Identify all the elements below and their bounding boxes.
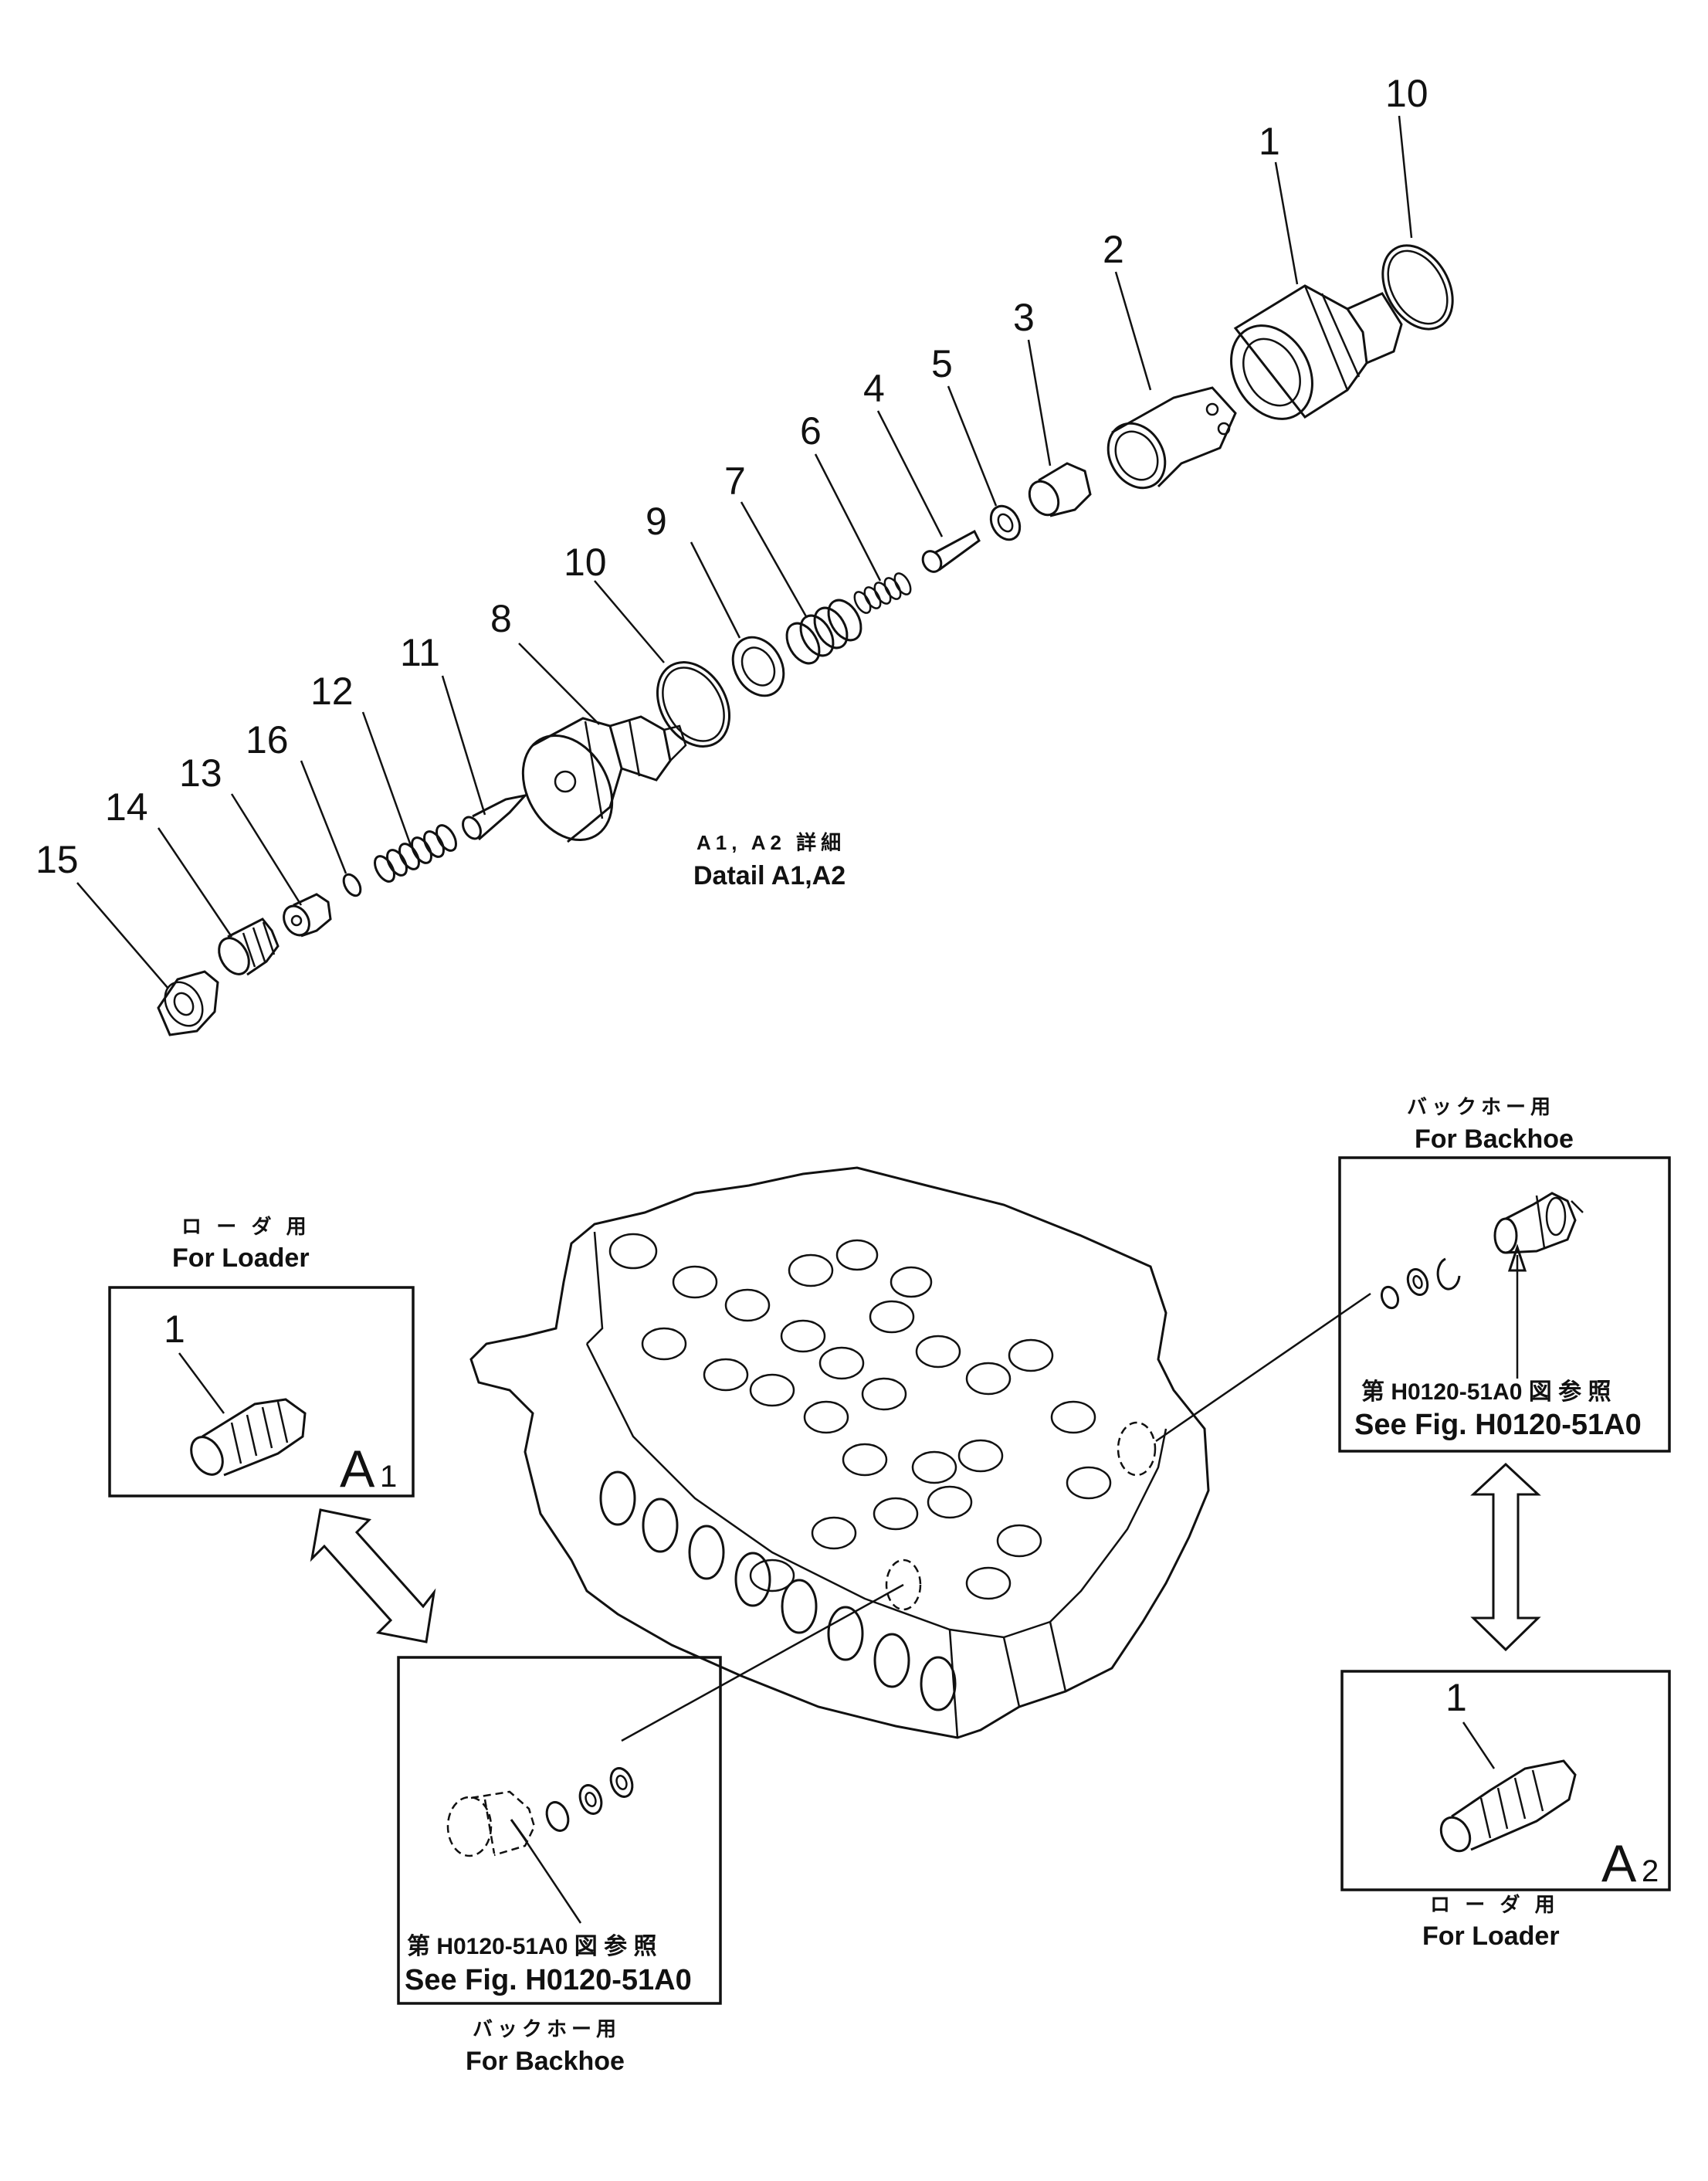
- valve-ports: [608, 1233, 1112, 1600]
- part-13-seat: [283, 893, 332, 938]
- relief-valve-icon-a2: [1439, 1759, 1577, 1853]
- box-a2-part-no: 1: [1445, 1676, 1467, 1719]
- part-12-spring: [374, 824, 457, 883]
- box-a1-label: A: [340, 1440, 375, 1498]
- box-a1-for-loader: ロ ー ダ 用 For Loader 1 A 1: [108, 1215, 415, 1498]
- box-backhoe-left: 第 H0120-51A0 図 参 照 See Fig. H0120-51A0 バ…: [397, 1656, 722, 2076]
- box-a1-label-sub: 1: [380, 1460, 397, 1494]
- part-15-locknut: [157, 970, 219, 1036]
- relief-valve-dashed-icon-left: [446, 1790, 536, 1857]
- part-label-10-right: 10: [1385, 72, 1428, 115]
- box-a1-caption-en: For Loader: [172, 1243, 310, 1273]
- spool-bosses: [599, 1470, 957, 1711]
- part-label-15: 15: [36, 838, 79, 881]
- location-a1-dashed: [885, 1559, 922, 1611]
- box-a2-caption-jp: ロ ー ダ 用: [1430, 1893, 1560, 1916]
- box-backhoe-left-ref-jp: 第 H0120-51A0 図 参 照: [407, 1933, 656, 1959]
- part-10-oring-right: [1381, 244, 1454, 331]
- part-number-labels: 10 1 2 3 5 4 6 7 9 10 8 11 12 16 13 14 1…: [36, 72, 1428, 881]
- part-2-sleeve: [1106, 386, 1237, 490]
- box-backhoe-right-ref-en: See Fig. H0120-51A0: [1354, 1409, 1642, 1441]
- exploded-view: 10 1 2 3 5 4 6 7 9 10 8 11 12 16 13 14 1…: [36, 72, 1454, 1036]
- box-a2-label-sub: 2: [1642, 1854, 1659, 1888]
- part-9-washer: [731, 636, 785, 697]
- box-backhoe-left-ref-en: See Fig. H0120-51A0: [405, 1964, 692, 1996]
- part-16-oring: [342, 873, 362, 897]
- part-label-6: 6: [800, 409, 822, 453]
- part-7-spring: [785, 599, 862, 665]
- part-label-3: 3: [1013, 296, 1035, 339]
- box-backhoe-left-caption-en: For Backhoe: [466, 2047, 625, 2076]
- part-label-1: 1: [1259, 120, 1280, 163]
- part-1-housing: [1230, 284, 1403, 420]
- box-a1-part-no: 1: [164, 1308, 185, 1351]
- part-label-7: 7: [724, 460, 746, 503]
- part-label-2: 2: [1103, 228, 1124, 271]
- part-4-pin: [921, 529, 981, 573]
- location-a2-dashed: [1117, 1421, 1157, 1477]
- part-6-spring: [853, 572, 912, 614]
- control-valve-block: [469, 1166, 1371, 1742]
- part-label-8: 8: [490, 597, 512, 640]
- detail-title-jp: A1, A2 詳細: [696, 831, 846, 854]
- part-10-oring-left: [656, 661, 731, 748]
- part-14-adjust-screw: [218, 918, 280, 976]
- box-backhoe-left-caption-jp: バックホー用: [473, 2017, 621, 2040]
- relief-valve-icon-right: [1493, 1192, 1584, 1254]
- detail-title-en: Datail A1,A2: [693, 861, 846, 890]
- part-label-4: 4: [863, 367, 885, 410]
- box-a2-caption-en: For Loader: [1422, 1922, 1560, 1951]
- washer-stack-icon-right: [1380, 1257, 1461, 1310]
- part-label-11: 11: [400, 631, 440, 674]
- part-label-16: 16: [246, 718, 289, 761]
- leader-lines: [76, 115, 1413, 989]
- relief-valve-icon-a1: [190, 1398, 307, 1477]
- double-arrow-right: [1470, 1462, 1541, 1652]
- part-label-13: 13: [179, 751, 222, 795]
- box-backhoe-right-caption-en: For Backhoe: [1415, 1124, 1574, 1154]
- part-5-ring: [989, 504, 1022, 541]
- part-label-12: 12: [310, 670, 354, 713]
- box-a1-caption-jp: ロ ー ダ 用: [181, 1215, 311, 1238]
- washer-stack-icon-left: [545, 1767, 634, 1832]
- part-8-valve-body: [521, 715, 687, 843]
- part-3-seat: [1028, 462, 1092, 517]
- part-label-5: 5: [931, 342, 953, 385]
- part-label-9: 9: [646, 500, 667, 543]
- box-a2-label: A: [1601, 1834, 1637, 1893]
- box-backhoe-right-ref-jp: 第 H0120-51A0 図 参 照: [1361, 1379, 1611, 1405]
- box-backhoe-right-caption-jp: バックホー用: [1407, 1095, 1555, 1118]
- part-label-10-left: 10: [564, 541, 607, 584]
- double-arrow-left: [310, 1508, 436, 1643]
- part-label-14: 14: [105, 785, 148, 829]
- part-11-needle: [462, 793, 529, 841]
- box-a2-for-loader: 1 A 2 ロ ー ダ 用 For Loader: [1340, 1670, 1671, 1951]
- box-backhoe-right: バックホー用 For Backhoe 第 H0120-51A0 図 参 照 Se…: [1338, 1095, 1671, 1453]
